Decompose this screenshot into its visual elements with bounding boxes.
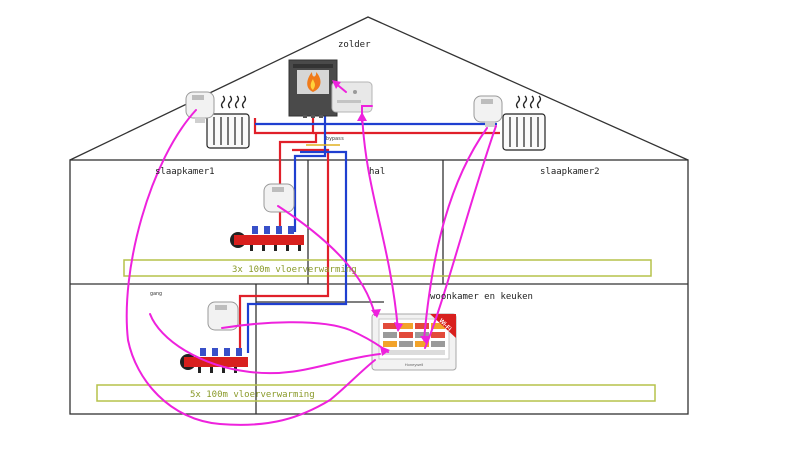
room-label-hal: hal <box>369 167 385 177</box>
manifold-upper <box>230 226 304 251</box>
wifi-badge <box>430 314 456 338</box>
thermostat-valve-left <box>185 91 215 123</box>
house-walls <box>69 159 689 415</box>
manifold-lower <box>180 348 248 373</box>
floor-heating-upper-label: 3x 100m vloerverwarming <box>232 265 357 275</box>
wireless-arrowheads <box>332 80 430 356</box>
floor-heating-lower-box <box>96 384 656 402</box>
thermostat-valve-upper-manifold <box>263 183 295 213</box>
roof-outline <box>69 16 689 161</box>
controller-brand: Honeywell <box>405 362 424 367</box>
heat-waves-icon <box>515 95 542 109</box>
heat-waves-icon <box>220 95 247 109</box>
central-controller: Wi-Fi Honeywell <box>371 313 457 371</box>
room-label-slaapkamer1: slaapkamer1 <box>155 167 215 177</box>
thermostat-valve-right <box>473 95 503 127</box>
room-label-woonkamer: woonkamer en keuken <box>430 292 533 302</box>
room-label-slaapkamer2: slaapkamer2 <box>540 167 600 177</box>
wireless-links <box>125 81 497 426</box>
thermostat-valve-lower-manifold <box>207 301 239 331</box>
radiator-right <box>502 95 546 151</box>
boiler <box>288 59 338 118</box>
room-label-gang: gang <box>150 291 162 297</box>
return-pipes <box>246 115 497 353</box>
bypass-label: bypass <box>326 136 344 142</box>
room-label-zolder: zolder <box>338 40 371 50</box>
house-structure <box>69 16 689 415</box>
radiator-left <box>206 95 250 149</box>
floor-heating-lower-label: 5x 100m vloerverwarming <box>190 390 315 400</box>
